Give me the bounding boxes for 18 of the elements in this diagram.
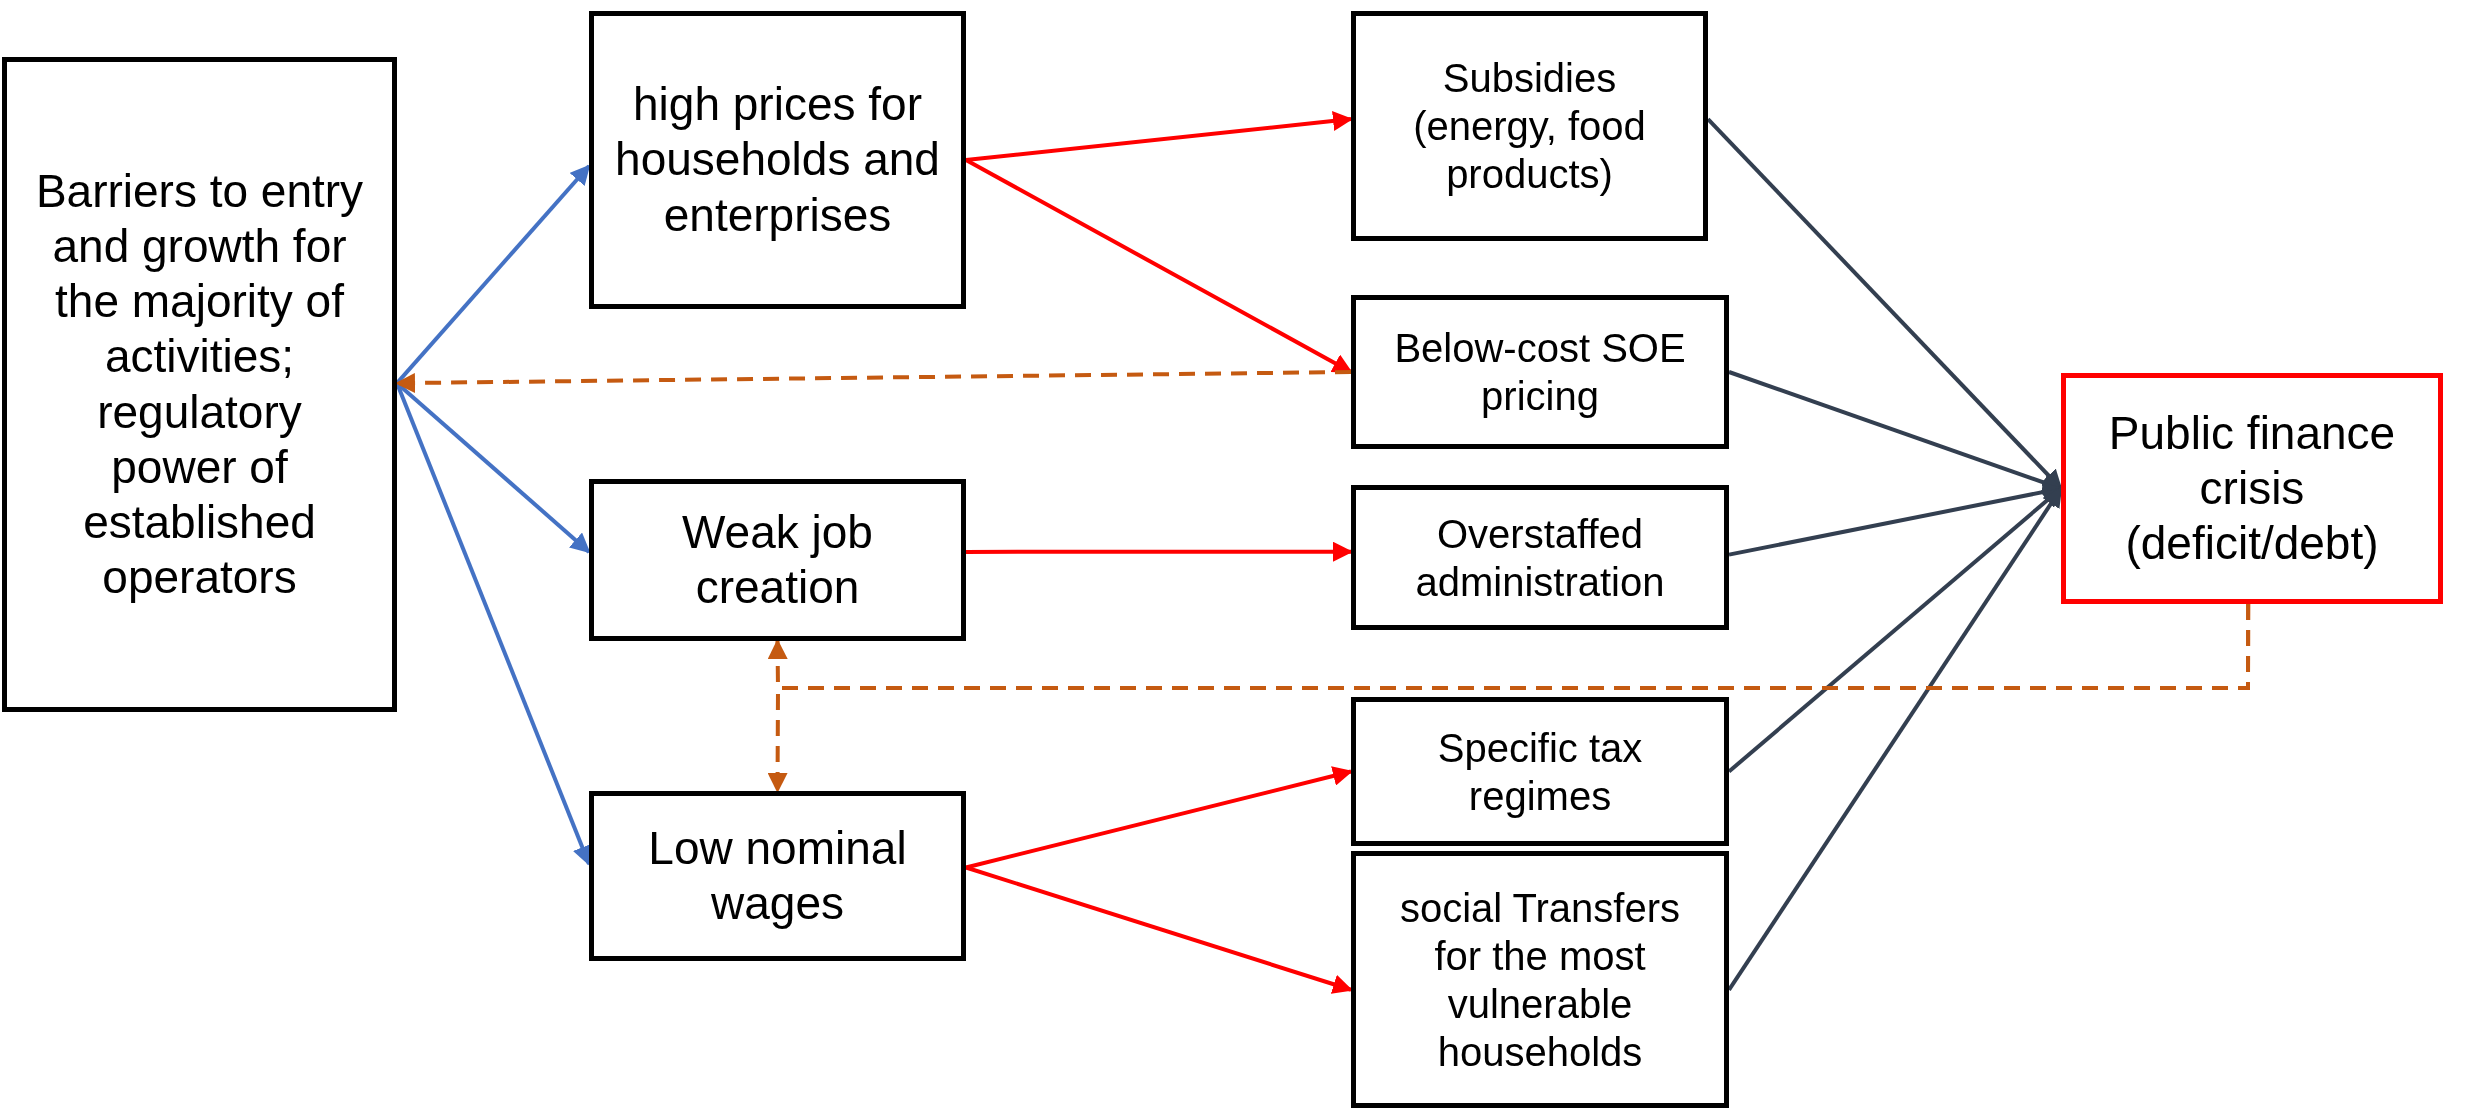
arrow (965, 111, 1353, 162)
arrow (965, 766, 1353, 870)
arrow (767, 604, 2251, 793)
arrow (966, 541, 1353, 562)
process-box: Specific tax regimes (1351, 697, 1729, 846)
arrow (965, 865, 1353, 994)
process-box: Weak job creation (589, 479, 966, 641)
process-box: social Transfers for the most vulnerable households (1351, 851, 1729, 1108)
process-box: Public finance crisis (deficit/debt) (2061, 373, 2443, 604)
process-box: Barriers to entry and growth for the majority of activities; regulatory power of established operators (2, 57, 397, 712)
arrow (395, 370, 1352, 393)
process-box: Subsidies (energy, food products) (1351, 11, 1708, 241)
process-box: high prices for households and enterprises (589, 11, 966, 309)
process-box: Low nominal wages (589, 791, 966, 961)
process-box: Below-cost SOE pricing (1351, 295, 1729, 449)
arrow (395, 164, 591, 385)
arrow (965, 158, 1353, 374)
process-box: Overstaffed administration (1351, 485, 1729, 630)
